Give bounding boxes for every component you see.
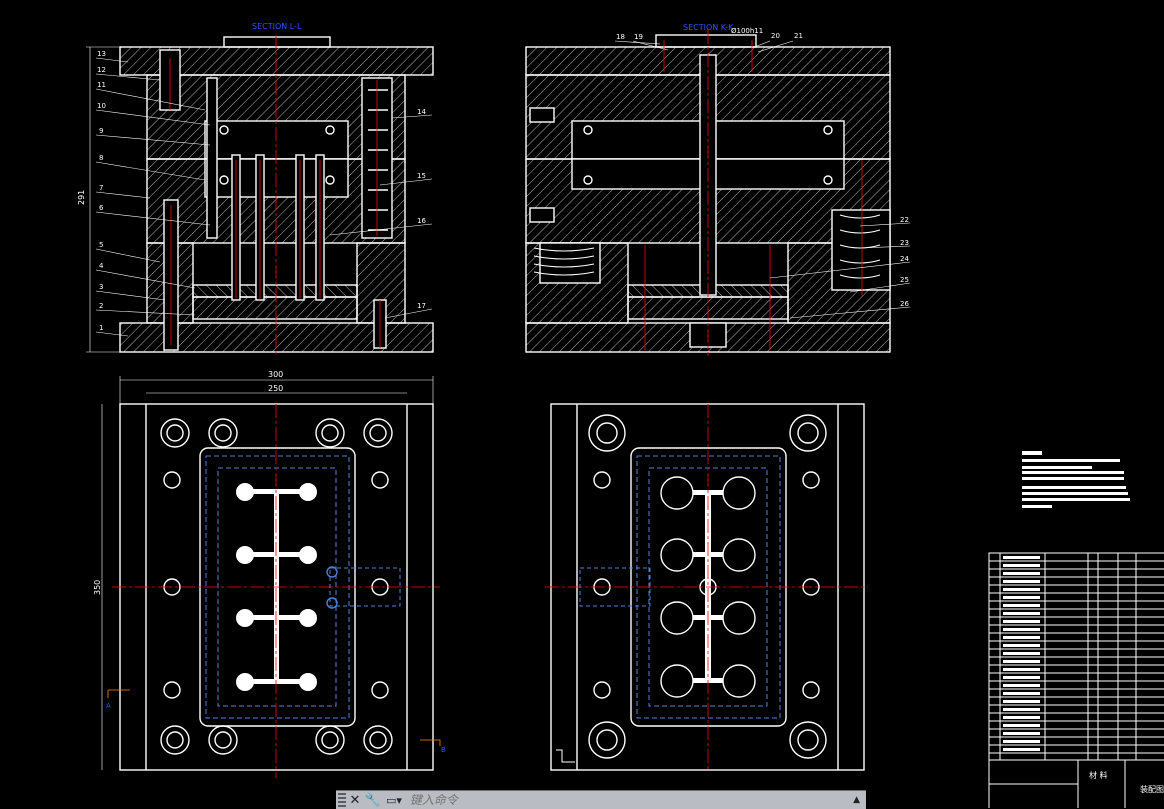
bom-row-text <box>1003 748 1040 751</box>
bom-row-text <box>1003 604 1040 607</box>
callout-4: 4 <box>99 262 104 270</box>
command-history-icon[interactable]: ▭▾ <box>386 793 402 807</box>
expand-up-icon[interactable]: ▲ <box>853 795 860 805</box>
callout-20: 20 <box>771 32 780 40</box>
bom-row-text <box>1003 668 1040 671</box>
callout-12: 12 <box>97 66 106 74</box>
fit-note: Ø100h11 <box>731 27 763 35</box>
callout-11: 11 <box>97 81 106 89</box>
callout-25: 25 <box>900 276 909 284</box>
bom-row-text <box>1003 660 1040 663</box>
callout-3: 3 <box>99 283 103 291</box>
callouts-left: 13 12 11 10 9 8 7 6 5 4 3 2 1 14 15 16 1… <box>95 50 433 337</box>
callout-8: 8 <box>99 154 103 162</box>
callout-17: 17 <box>417 302 426 310</box>
callout-9: 9 <box>99 127 103 135</box>
bom-row-text <box>1003 628 1040 631</box>
bom-row-text <box>1003 676 1040 679</box>
callout-7: 7 <box>99 184 103 192</box>
callout-1: 1 <box>99 324 103 332</box>
technical-notes <box>1022 451 1130 508</box>
bom-title-block: 材 料 装配图 <box>988 552 1164 808</box>
callout-16: 16 <box>417 217 426 225</box>
callout-5: 5 <box>99 241 103 249</box>
callouts-right: 18 19 20 21 22 23 24 25 26 <box>614 32 911 319</box>
callout-26: 26 <box>900 300 909 308</box>
section-l-title: SECTION L-L <box>252 22 302 31</box>
bom-row-text <box>1003 724 1040 727</box>
callout-21: 21 <box>794 32 803 40</box>
section-k-view: SECTION K-K Ø100h11 <box>525 23 891 356</box>
bom-row-text <box>1003 620 1040 623</box>
bom-row-text <box>1003 580 1040 583</box>
wrench-icon[interactable]: 🔧 <box>364 792 382 808</box>
callout-6: 6 <box>99 204 104 212</box>
command-prompt[interactable]: ▭▾ <box>386 792 792 808</box>
bom-row-text <box>1003 692 1040 695</box>
callout-24: 24 <box>900 255 909 263</box>
bom-row-text <box>1003 684 1040 687</box>
bom-row-text <box>1003 556 1040 559</box>
close-icon[interactable]: ✕ <box>349 792 361 808</box>
callout-10: 10 <box>97 102 106 110</box>
material-label: 材 料 <box>1089 770 1108 780</box>
dim-250: 250 <box>268 384 283 393</box>
callout-18: 18 <box>616 33 625 41</box>
moving-half-plan-view: 300 250 350 <box>93 370 446 778</box>
callout-22: 22 <box>900 216 909 224</box>
drag-handle[interactable] <box>338 793 346 807</box>
callout-2: 2 <box>99 302 103 310</box>
bom-row-text <box>1003 740 1040 743</box>
callout-19: 19 <box>634 33 643 41</box>
bom-row-text <box>1003 612 1040 615</box>
bom-rows <box>989 556 1164 754</box>
command-line-bar: ✕ 🔧 ▭▾ ▲ <box>336 790 866 809</box>
section-k-title: SECTION K-K <box>683 23 734 32</box>
section-l-view: SECTION L-L <box>77 22 434 356</box>
bom-row-text <box>1003 572 1040 575</box>
dim-291: 291 <box>77 190 86 205</box>
assembly-label: 装配图 <box>1140 784 1164 794</box>
callout-13: 13 <box>97 50 106 58</box>
bom-row-text <box>1003 596 1040 599</box>
bom-row-text <box>1003 588 1040 591</box>
command-input[interactable] <box>407 792 792 808</box>
bom-row-text <box>1003 732 1040 735</box>
callout-23: 23 <box>900 239 909 247</box>
bom-row-text <box>1003 644 1040 647</box>
bom-row-text <box>1003 700 1040 703</box>
dim-300: 300 <box>268 370 283 379</box>
bom-row-text <box>1003 564 1040 567</box>
section-mark-b: B <box>441 746 446 754</box>
section-mark-a: A <box>106 702 111 710</box>
fixed-half-plan-view <box>545 403 868 771</box>
bom-row-text <box>1003 652 1040 655</box>
bom-row-text <box>1003 636 1040 639</box>
dim-350: 350 <box>93 580 102 595</box>
bom-row-text <box>1003 716 1040 719</box>
callout-14: 14 <box>417 108 426 116</box>
bom-row-text <box>1003 708 1040 711</box>
callout-15: 15 <box>417 172 426 180</box>
